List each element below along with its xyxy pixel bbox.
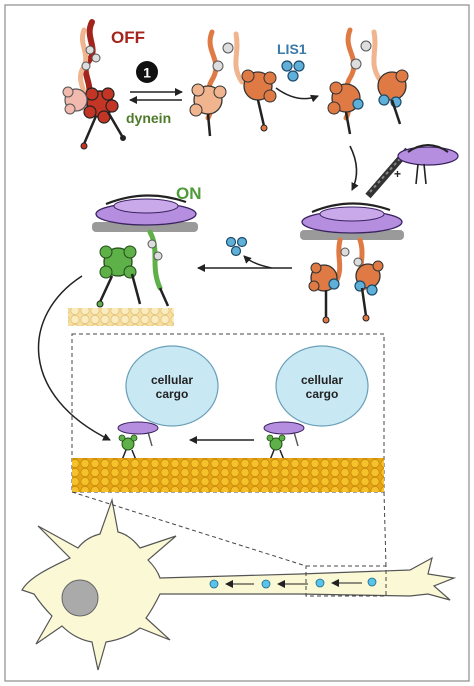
dynactin-incoming bbox=[397, 144, 459, 185]
plus-end-label: + bbox=[394, 167, 401, 181]
motor-domain-peach bbox=[189, 83, 227, 117]
dynein-off-state bbox=[62, 19, 126, 150]
motor-domain-pink bbox=[62, 86, 88, 115]
zoom-connector-left bbox=[71, 491, 307, 567]
step-1-number: 1 bbox=[143, 65, 151, 81]
cargo-right-line2: cargo bbox=[306, 387, 339, 401]
cargo-right bbox=[275, 345, 369, 427]
cargo-right-line1: cellular bbox=[301, 373, 343, 387]
dynein-lis1-state bbox=[327, 27, 409, 135]
axon-vesicles bbox=[209, 577, 377, 589]
dynein-label: dynein bbox=[126, 110, 171, 126]
cargo-left-line1: cellular bbox=[151, 373, 193, 387]
microtubule-track bbox=[72, 458, 384, 492]
zoom-connector-right bbox=[383, 491, 387, 567]
pale-microtubule bbox=[68, 308, 174, 326]
curved-arrow-to-transport bbox=[37, 275, 111, 441]
equilibrium-arrows bbox=[129, 88, 183, 104]
cargo-left-line2: cargo bbox=[156, 387, 189, 401]
dynein-dynactin-lis1-complex bbox=[300, 202, 404, 324]
cargo-left bbox=[125, 345, 219, 427]
lis1-binding-arrow bbox=[275, 87, 319, 103]
down-arrow-to-complex bbox=[349, 145, 359, 191]
axon-arrows bbox=[225, 579, 362, 588]
nucleus bbox=[61, 579, 99, 617]
motor-domain-orange bbox=[241, 69, 277, 103]
neuron bbox=[21, 497, 457, 671]
dynein-on-state bbox=[92, 194, 198, 308]
step-1-badge bbox=[136, 61, 158, 83]
off-label: OFF bbox=[111, 28, 145, 47]
motor-domain-green bbox=[99, 245, 137, 279]
lis1-released bbox=[225, 236, 248, 257]
small-motor-left bbox=[117, 421, 159, 461]
on-label: ON bbox=[176, 184, 202, 203]
lis1-label: LIS1 bbox=[277, 41, 307, 57]
lis1-molecule bbox=[281, 60, 305, 82]
axon-zoom-region bbox=[305, 565, 387, 597]
dynein-open-state bbox=[189, 29, 277, 137]
motor-domain-red bbox=[83, 87, 119, 124]
